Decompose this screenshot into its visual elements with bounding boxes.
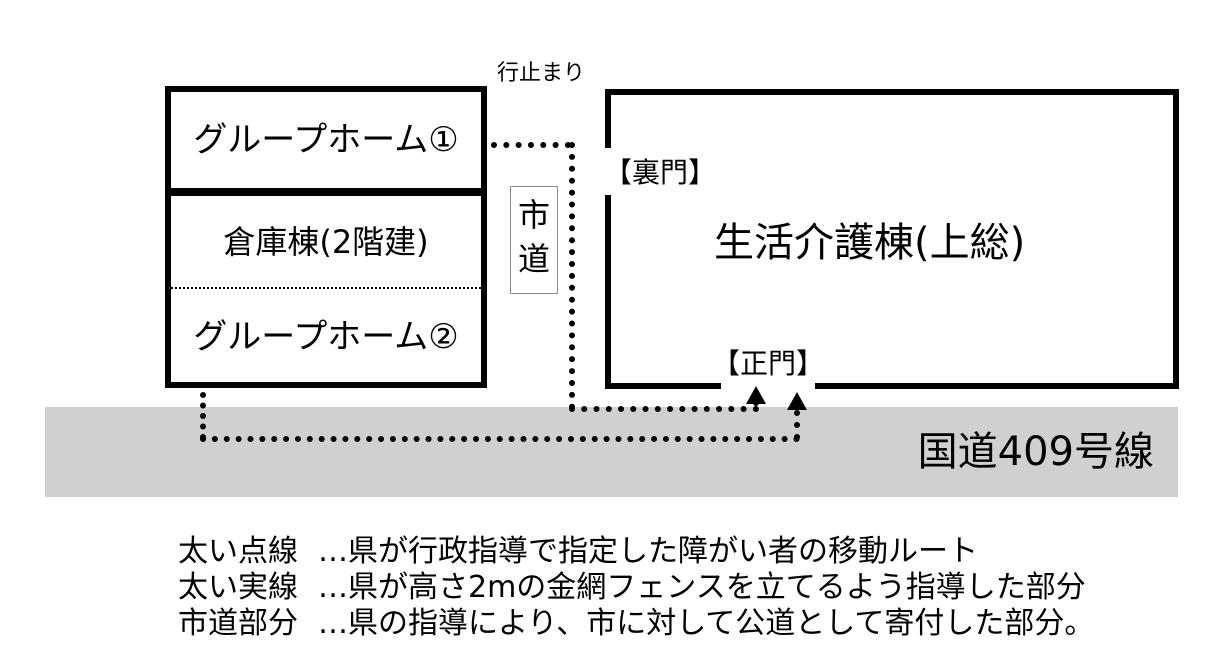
route-segment-up-to-arrow-2 — [794, 410, 800, 440]
legend-item: 太い点線 …県が行政指導で指定した障がい者の移動ルート — [178, 534, 978, 570]
legend-item: 市道部分 …県の指導により、市に対して公道として寄付した部分。 — [178, 606, 1094, 642]
legend-description: …県が行政指導で指定した障がい者の移動ルート — [318, 534, 978, 569]
care-building-label: 生活介護棟(上総) — [714, 220, 1026, 266]
route-segment-road-horizontal — [200, 436, 800, 442]
legend-term: 市道部分 — [178, 606, 298, 641]
route-arrow-up-2 — [787, 392, 807, 410]
internal-divider — [171, 287, 481, 289]
legend-item: 太い実線 …県が高さ2mの金網フェンスを立てるよう指導した部分 — [178, 570, 1086, 606]
back-gate-label: 【裏門】 — [604, 156, 717, 190]
warehouse-and-group-home-2-building: 倉庫棟(2階建) グループホーム② — [165, 190, 487, 388]
dead-end-label: 行止まり — [497, 61, 586, 86]
city-road-label: 市道 — [518, 196, 551, 278]
route-arrow-up-1 — [746, 386, 766, 404]
route-segment-gh1-horizontal — [491, 142, 571, 148]
national-road-label: 国道409号線 — [917, 429, 1154, 475]
legend-term: 太い点線 — [178, 534, 298, 569]
group-home-1-label: グループホーム① — [193, 120, 459, 160]
city-road-label-box: 市道 — [510, 186, 558, 294]
legend-term: 太い実線 — [178, 570, 298, 605]
warehouse-label: 倉庫棟(2階建) — [223, 223, 429, 261]
legend-description: …県の指導により、市に対して公道として寄付した部分。 — [318, 606, 1095, 641]
group-home-2-label: グループホーム② — [193, 317, 459, 357]
main-gate-label: 【正門】 — [712, 347, 825, 381]
legend-description: …県が高さ2mの金網フェンスを立てるよう指導した部分 — [318, 570, 1086, 605]
route-segment-to-main-gate — [569, 406, 759, 412]
route-segment-city-road-vertical — [569, 142, 575, 410]
route-segment-up-to-arrow-1 — [753, 400, 759, 410]
national-road — [45, 407, 1178, 497]
route-segment-gh2-vertical — [200, 392, 206, 440]
